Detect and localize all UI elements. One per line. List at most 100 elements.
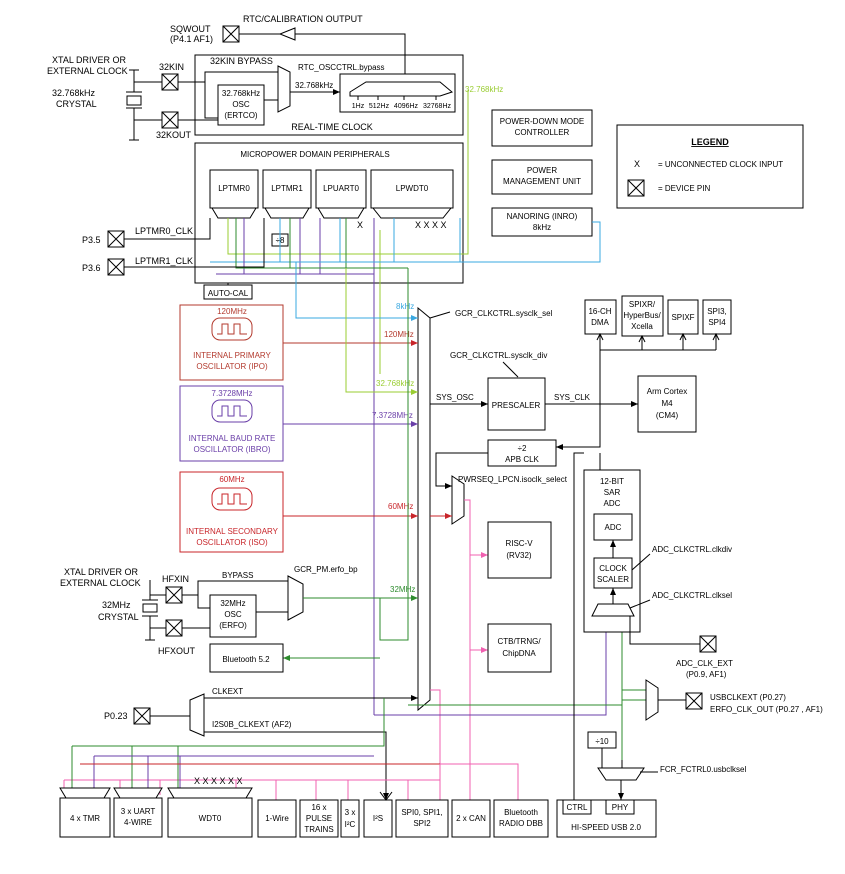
pulse-label-1: 16 x — [311, 803, 326, 812]
crystal-freq-label: 32.768kHz — [52, 88, 96, 98]
legend-pin-text: = DEVICE PIN — [658, 184, 710, 193]
sqwout-af-label: (P4.1 AF1) — [170, 34, 213, 44]
prescaler-label: PRESCALER — [492, 401, 541, 410]
rtc-bypass-mux — [277, 65, 291, 113]
output-buffer — [278, 27, 296, 41]
spi-label-1: SPI0, SPI1, — [401, 808, 442, 817]
hs-usb-label: HI-SPEED USB 2.0 — [571, 823, 641, 832]
adc-outer-block — [583, 469, 641, 633]
usbclkext-label: USBCLKEXT (P0.27) — [710, 693, 786, 702]
micropower-block — [194, 142, 464, 284]
bt-radio-dbb-block — [493, 799, 549, 838]
can-block — [451, 799, 491, 838]
hfxout-label: HFXOUT — [158, 646, 196, 656]
arm-cortex-m4 — [637, 375, 697, 433]
rtc-tap-512hz: 512Hz — [369, 103, 390, 110]
spi-block — [395, 799, 449, 838]
riscv-label-2: (RV32) — [506, 551, 532, 560]
ertco-label-1: 32.768kHz — [222, 89, 260, 98]
power-management-unit — [491, 159, 593, 195]
mux-in-8khz: 8kHz — [396, 302, 414, 311]
xtal-driver-label-2: EXTERNAL CLOCK — [47, 66, 128, 76]
pulse-label-3: TRAINS — [304, 825, 333, 834]
sqwout-pin — [222, 25, 240, 43]
hfxin-label: HFXIN — [162, 574, 189, 584]
adc-clkdiv-label: ADC_CLKCTRL.clkdiv — [652, 545, 732, 554]
clock-scaler-label-2: SCALER — [597, 575, 629, 584]
fcr-label: FCR_FCTRL0.usbclksel — [660, 765, 746, 774]
usb-clksel-mux — [597, 767, 645, 781]
ertco-label-3: (ERTCO) — [224, 111, 258, 120]
p35-label: P3.5 — [82, 235, 101, 245]
rtc-bypass-label: RTC_OSCCTRL.bypass — [298, 63, 385, 72]
rtc-tap-4096hz: 4096Hz — [394, 103, 419, 110]
erfo-label-1: 32MHz — [220, 599, 245, 608]
adc-title-2: SAR — [604, 488, 621, 497]
clkext-label: CLKEXT — [212, 687, 243, 696]
lptmr1-clk-label: LPTMR1_CLK — [135, 256, 193, 266]
mux-in-60mhz: 60MHz — [388, 502, 413, 511]
ctb-label-1: CTB/TRNG/ — [497, 637, 541, 646]
erfo-label-2: OSC — [224, 610, 242, 619]
unconnected-x-marks: X X X X — [415, 220, 447, 230]
pin-32kin — [161, 73, 179, 91]
sysclk-sel-label: GCR_CLKCTRL.sysclk_sel — [455, 309, 553, 318]
erfo-label-3: (ERFO) — [219, 621, 247, 630]
pdm-label-1: POWER-DOWN MODE — [500, 117, 584, 126]
sysclk-mux — [417, 306, 431, 712]
pin-p023 — [133, 707, 151, 725]
inro-label-2: 8kHz — [533, 223, 551, 232]
pin-32kin-label: 32KIN — [159, 62, 184, 72]
pmu-label-1: POWER — [527, 166, 557, 175]
bottom-x-marks: X X X X X X — [194, 776, 243, 786]
adc-clk-ext-label: ADC_CLK_EXT — [676, 659, 733, 668]
spi-label-2: SPI2 — [413, 819, 431, 828]
pin-usbclkext — [685, 692, 703, 710]
lptmr1-label: LPTMR1 — [271, 184, 303, 193]
autocal-label: AUTO-CAL — [208, 289, 249, 298]
arm-label-1: Arm Cortex — [647, 387, 687, 396]
ibro-freq-label: 7.3728MHz — [212, 389, 253, 398]
clkext-mux — [189, 693, 205, 737]
spixr-label-3: Xcella — [631, 322, 653, 331]
hf-crystal-freq: 32MHz — [102, 600, 131, 610]
spi34-block — [702, 299, 732, 335]
usb-ctrl-block — [562, 799, 592, 815]
iso-freq-label: 60MHz — [219, 475, 244, 484]
p36-label: P3.6 — [82, 263, 101, 273]
usbclkext-mux — [645, 679, 659, 721]
i2c-label-2: I²C — [345, 820, 356, 829]
ibro-oscillator — [179, 385, 284, 462]
adc-title-1: 12-BIT — [600, 477, 624, 486]
crystal-32k-symbol — [126, 69, 150, 141]
rtc-label: REAL-TIME CLOCK — [291, 122, 373, 132]
p023-label: P0.23 — [104, 711, 128, 721]
rtc-tap-32768hz: 32768Hz — [423, 103, 452, 110]
lpwdt0-block — [370, 169, 454, 209]
uart-label-2: 4-WIRE — [124, 818, 152, 827]
adc-clksel-mux — [591, 603, 635, 617]
can-label: 2 x CAN — [456, 814, 486, 823]
ipo-label-1: INTERNAL PRIMARY — [193, 351, 271, 360]
spixr-block — [621, 295, 664, 337]
ipo-label-2: OSCILLATOR (IPO) — [196, 362, 268, 371]
ibro-label-2: OSCILLATOR (IBRO) — [193, 445, 270, 454]
rtc-divider-chain — [339, 73, 456, 113]
pin-p35 — [107, 230, 125, 248]
pin-32kout-label: 32KOUT — [156, 130, 192, 140]
apb-label-1: ÷2 — [518, 444, 527, 453]
pin-adc-clk-ext — [699, 635, 717, 653]
micropower-title: MICROPOWER DOMAIN PERIPHERALS — [240, 150, 389, 159]
usb-phy-label: PHY — [612, 803, 629, 812]
adc-title-3: ADC — [604, 499, 621, 508]
mux-in-120mhz: 120MHz — [384, 330, 414, 339]
bluetooth-label: Bluetooth 5.2 — [222, 655, 270, 664]
uart-block — [113, 797, 163, 838]
sys-osc-label: SYS_OSC — [436, 393, 474, 402]
lpuart0-block — [315, 169, 367, 209]
legend-title: LEGEND — [691, 137, 729, 147]
wdt0-label: WDT0 — [199, 814, 222, 823]
ctb-label-2: ChipDNA — [502, 649, 536, 658]
brdbb-label-1: Bluetooth — [504, 808, 538, 817]
i2s-label: I²S — [373, 814, 383, 823]
